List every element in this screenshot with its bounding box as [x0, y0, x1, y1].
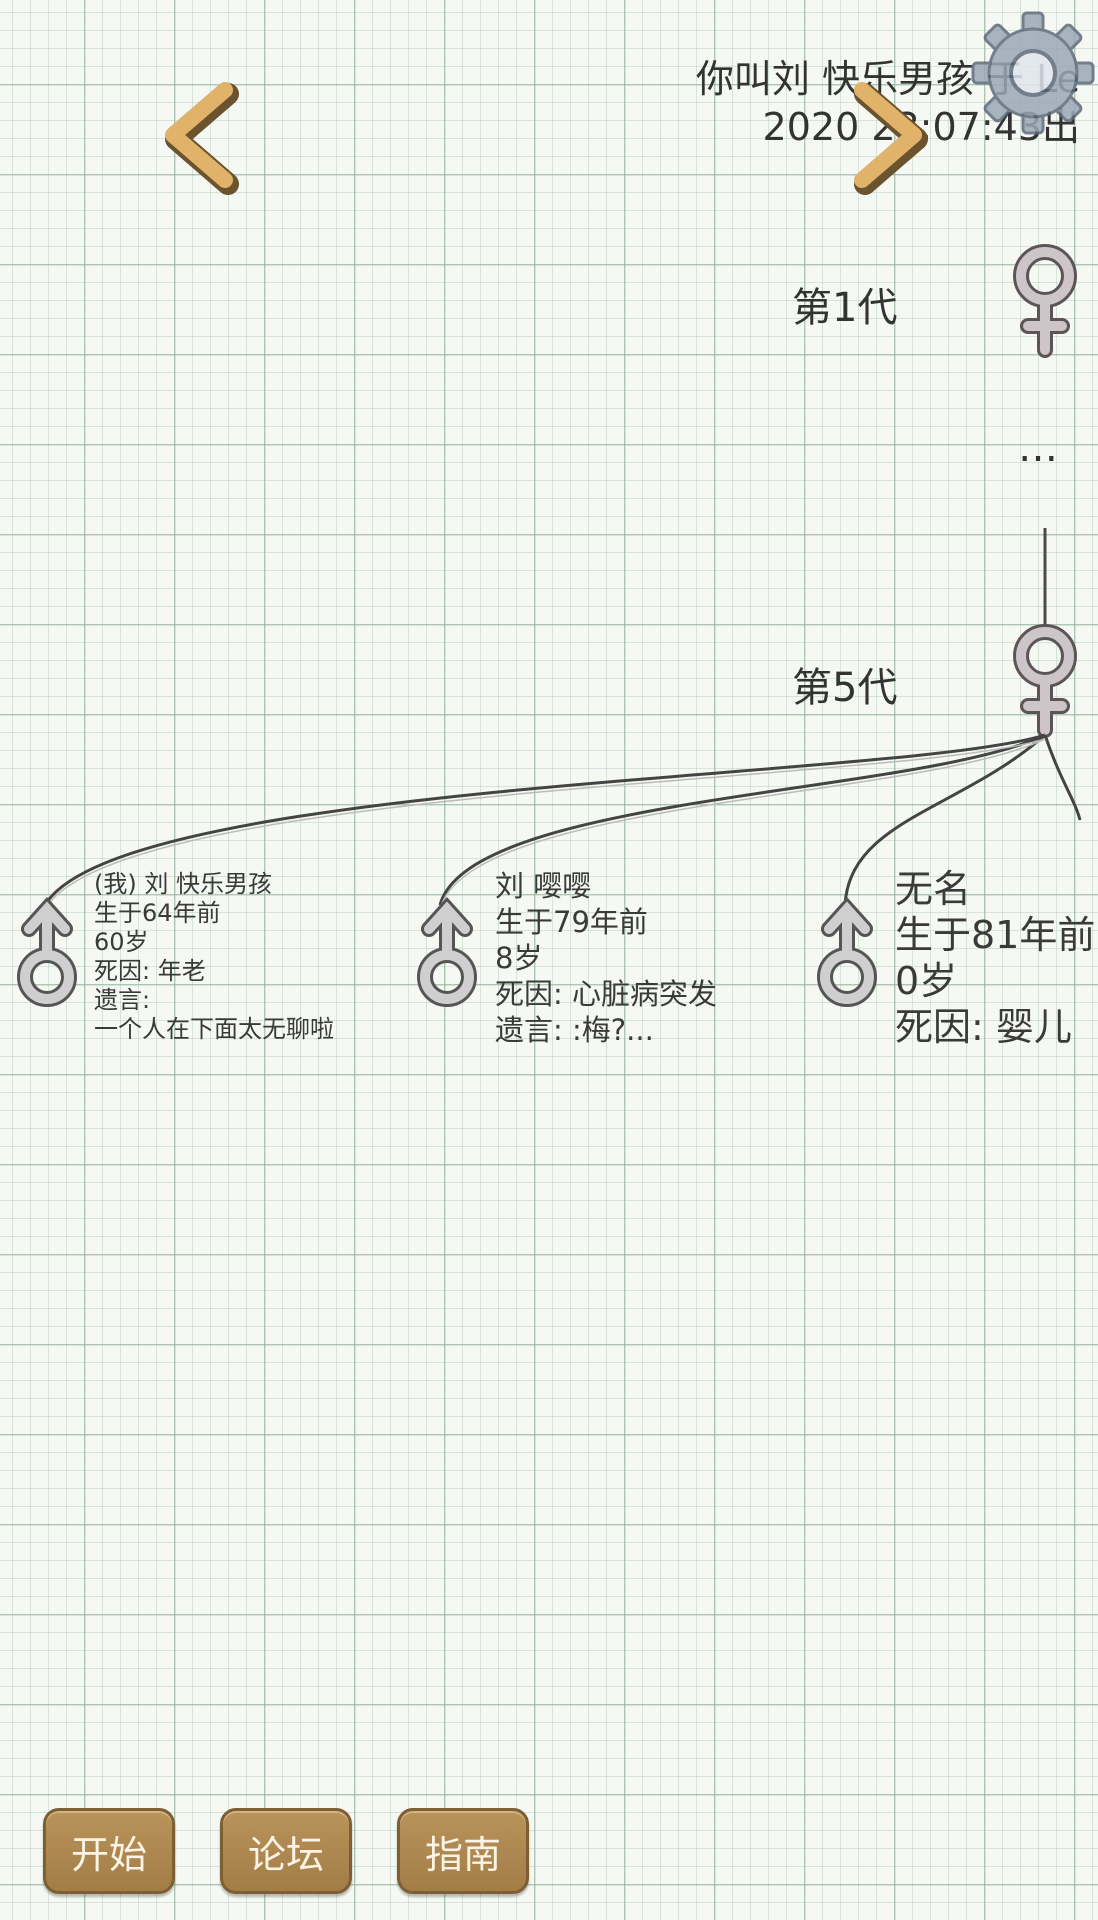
generation-ellipsis: …	[1018, 425, 1060, 471]
guide-button[interactable]: 指南	[397, 1808, 529, 1894]
person-name: (我) 刘 快乐男孩	[94, 870, 272, 898]
person-name: 无名	[895, 867, 972, 911]
lineage-connector	[1043, 528, 1047, 628]
family-branches	[43, 733, 1082, 910]
person-birth: 生于79年前	[495, 905, 648, 939]
generation-label-1: 第1代	[792, 285, 898, 331]
male-symbol-icon[interactable]	[5, 895, 95, 1015]
person-card-unnamed[interactable]: 无名 生于81年前 0岁 死因: 婴儿	[895, 866, 1095, 1050]
male-symbol-icon[interactable]	[405, 895, 495, 1015]
gear-icon[interactable]	[968, 8, 1098, 138]
person-age: 8岁	[495, 941, 543, 975]
male-symbol-icon[interactable]	[805, 895, 895, 1015]
female-symbol-icon[interactable]	[1000, 620, 1090, 740]
person-card-self[interactable]: (我) 刘 快乐男孩 生于64年前 60岁 死因: 年老 遗言: 一个人在下面太…	[94, 870, 334, 1044]
female-symbol-icon[interactable]	[1000, 240, 1090, 360]
person-last-words-label: 遗言:	[94, 986, 151, 1014]
person-death-cause: 死因: 婴儿	[895, 1005, 1072, 1049]
person-name: 刘 嘤嘤	[495, 869, 592, 903]
forum-button[interactable]: 论坛	[220, 1808, 352, 1894]
person-age: 0岁	[895, 959, 958, 1003]
generation-label-5: 第5代	[792, 665, 898, 711]
person-last-words: 一个人在下面太无聊啦	[94, 1015, 334, 1043]
person-age: 60岁	[94, 928, 149, 956]
person-birth: 生于64年前	[94, 899, 221, 927]
start-button[interactable]: 开始	[43, 1808, 175, 1894]
person-card-sibling[interactable]: 刘 嘤嘤 生于79年前 8岁 死因: 心脏病突发 遗言: :梅?...	[495, 868, 717, 1048]
chevron-left-icon[interactable]	[155, 80, 245, 195]
person-death-cause: 死因: 年老	[94, 957, 206, 985]
chevron-right-icon[interactable]	[842, 80, 932, 195]
person-last-words: 遗言: :梅?...	[495, 1013, 654, 1047]
person-birth: 生于81年前	[895, 913, 1096, 957]
person-death-cause: 死因: 心脏病突发	[495, 977, 717, 1011]
